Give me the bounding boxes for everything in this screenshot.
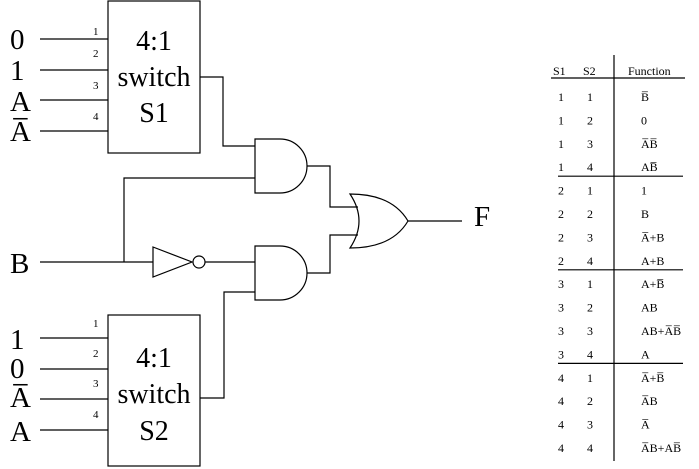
- table-cell-s1: 3: [558, 347, 564, 361]
- s1-input-label-1: 0: [10, 24, 25, 56]
- not-gate: [152, 246, 194, 278]
- table-cell-s2: 3: [587, 418, 593, 432]
- s2-input-label-1: 1: [10, 324, 25, 356]
- switch-s2: 4:1 switch S2 1 0 A̅ A 1 2 3 4: [10, 314, 201, 467]
- table-cell-s2: 2: [587, 301, 593, 315]
- table-cell-function: A̅B: [641, 394, 658, 408]
- switch-s2-box: [107, 314, 201, 467]
- table-cell-function: A̅B+AB̅: [641, 441, 681, 455]
- table-cell-function: A̅: [641, 418, 650, 432]
- table-cell-function: AB̅: [641, 160, 658, 174]
- s1-output-wire: [200, 76, 255, 147]
- table-header-s2: S2: [583, 64, 596, 78]
- and-gate-1: [254, 138, 308, 194]
- table-cell-s1: 4: [558, 418, 564, 432]
- switch-s1-label-name: S1: [139, 98, 169, 129]
- switch-s2-label-type: switch: [117, 379, 190, 410]
- table-cell-function: B̅: [641, 90, 649, 104]
- table-cell-function: A̅+B: [641, 230, 664, 244]
- table-cell-s1: 3: [558, 324, 564, 338]
- s2-input-label-4: A: [10, 416, 31, 448]
- table-cell-s2: 2: [587, 207, 593, 221]
- table-header-s1: S1: [553, 64, 566, 78]
- table-cell-s1: 3: [558, 301, 564, 315]
- s2-pin-4: 4: [93, 409, 99, 421]
- table-cell-s2: 4: [587, 160, 593, 174]
- and-gate-2: [254, 245, 308, 301]
- b-branch-wire: [123, 177, 255, 262]
- s2-pin-1: 1: [93, 318, 99, 330]
- table-cell-s1: 2: [558, 184, 564, 198]
- table-cell-function: A̅+B̅: [641, 371, 664, 385]
- s1-pin-2: 2: [93, 48, 99, 60]
- table-cell-s2: 1: [587, 371, 593, 385]
- table-cell-function: 0: [641, 113, 647, 127]
- table-cell-function: A̅B̅: [641, 137, 658, 151]
- switch-s1: 4:1 switch S1 0 1 A A̅ 1 2 3 4: [10, 0, 201, 154]
- s1-pin-1: 1: [93, 26, 99, 38]
- s1-pin-4: 4: [93, 111, 99, 123]
- switch-s2-label-name: S2: [139, 416, 169, 447]
- table-cell-function: B: [641, 207, 649, 221]
- table-cell-function: AB+A̅B̅: [641, 324, 681, 338]
- and2-output-wire: [307, 234, 358, 274]
- table-cell-s1: 1: [558, 90, 564, 104]
- s2-input-label-2: 0: [10, 353, 25, 385]
- table-cell-s2: 4: [587, 254, 593, 268]
- s2-pin-3: 3: [93, 378, 99, 390]
- table-cell-s1: 2: [558, 207, 564, 221]
- table-cell-function: A: [641, 347, 650, 361]
- table-cell-s1: 1: [558, 137, 564, 151]
- table-cell-function: AB: [641, 301, 658, 315]
- s1-pin-3: 3: [93, 80, 99, 92]
- table-cell-s1: 4: [558, 441, 564, 455]
- and1-output-wire: [307, 165, 358, 208]
- table-cell-s1: 4: [558, 394, 564, 408]
- input-b-label: B: [10, 248, 29, 280]
- table-cell-s2: 2: [587, 394, 593, 408]
- switch-s1-label-type: switch: [117, 62, 190, 93]
- table-header-function: Function: [628, 64, 671, 78]
- table-cell-s1: 1: [558, 160, 564, 174]
- table-cell-s2: 1: [587, 184, 593, 198]
- table-cell-s1: 2: [558, 230, 564, 244]
- table-cell-function: A+B̅: [641, 277, 664, 291]
- not-gate-bubble: [192, 255, 206, 269]
- output-f-label: F: [474, 201, 490, 233]
- table-cell-s2: 3: [587, 230, 593, 244]
- table-cell-s1: 4: [558, 371, 564, 385]
- table-cell-s2: 3: [587, 137, 593, 151]
- s2-pin-2: 2: [93, 348, 99, 360]
- s1-input-label-4: A̅: [10, 116, 31, 148]
- table-cell-s2: 1: [587, 277, 593, 291]
- s1-input-label-3: A: [10, 86, 31, 118]
- table-cell-function: A+B: [641, 254, 664, 268]
- switch-s1-label-ratio: 4:1: [136, 26, 172, 57]
- table-cell-s2: 4: [587, 441, 593, 455]
- table-cell-s2: 3: [587, 324, 593, 338]
- table-cell-s1: 1: [558, 113, 564, 127]
- s1-input-label-2: 1: [10, 55, 25, 87]
- table-cell-s1: 2: [558, 254, 564, 268]
- table-cell-function: 1: [641, 184, 647, 198]
- table-cell-s1: 3: [558, 277, 564, 291]
- or-gate: [348, 193, 409, 249]
- table-cell-s2: 1: [587, 90, 593, 104]
- s2-input-label-3: A̅: [10, 382, 31, 414]
- table-cell-s2: 2: [587, 113, 593, 127]
- switch-s2-label-ratio: 4:1: [136, 343, 172, 374]
- s2-output-wire: [200, 291, 255, 399]
- table-cell-s2: 4: [587, 347, 593, 361]
